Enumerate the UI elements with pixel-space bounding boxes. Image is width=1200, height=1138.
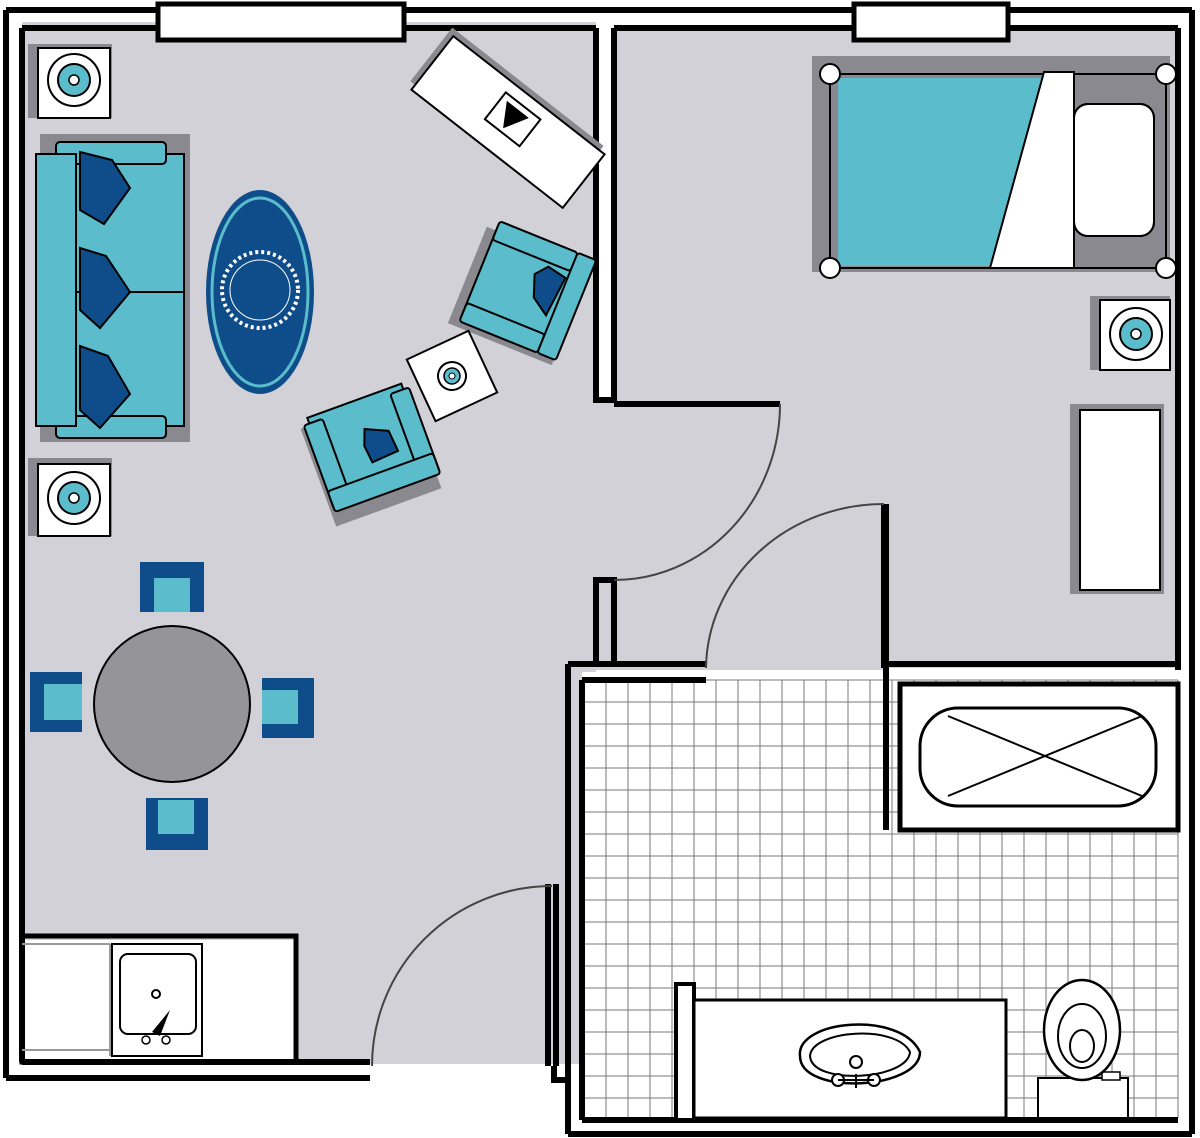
sofa [35,134,190,442]
bed [812,56,1177,279]
pillow-icon [79,246,132,330]
tv-stand [410,27,606,210]
dining-chair-bottom [146,798,208,850]
armchair-upper [447,221,597,366]
toilet [1037,978,1129,1119]
bathroom-top-wall [568,661,706,683]
bathroom-door-swing [705,503,885,669]
bathtub [897,681,1181,833]
side-table [405,329,499,423]
bed-sheet-fold [988,71,1075,269]
kitchenette [19,933,299,1065]
dining-set [30,562,314,850]
dining-chair-right [262,678,314,738]
outer-wall-left [3,10,25,1078]
kitchen-sink [111,943,203,1057]
outer-wall-right [1175,10,1195,1134]
outer-wall-bottom-bath [568,1117,1192,1137]
oval-rug [206,190,314,394]
lamp-table-bottom [28,458,112,537]
bed-post [1155,257,1177,279]
partition-wall-upper [593,28,617,403]
bed-post [819,63,841,85]
bed-post [819,257,841,279]
window-bedroom [851,1,1011,43]
entry-door-swing [371,885,553,1067]
armchair-lower [300,382,442,527]
dining-chair-left [30,672,82,732]
nightstand [1090,296,1171,371]
lamp-table-top [28,44,112,119]
faucet-icon [152,1010,170,1036]
bathroom-left-wall [565,664,585,1134]
pillow-icon [79,150,132,226]
bed-post [1155,63,1177,85]
bathroom-door-jamb [545,884,570,1083]
dining-table [93,625,251,783]
vanity [674,982,1008,1122]
bedroom-door-swing [613,403,781,581]
faucet-icon [831,1073,881,1088]
doors [371,401,887,1067]
pillow-icon [363,427,400,464]
dresser [1070,404,1164,594]
pillow-icon [79,344,132,430]
bathroom-sink [798,1023,922,1088]
dining-chair-top [140,562,204,612]
window-living [155,1,407,43]
pillow-icon [532,265,567,318]
tv-icon [483,90,542,148]
pillow-icon [1073,103,1155,237]
